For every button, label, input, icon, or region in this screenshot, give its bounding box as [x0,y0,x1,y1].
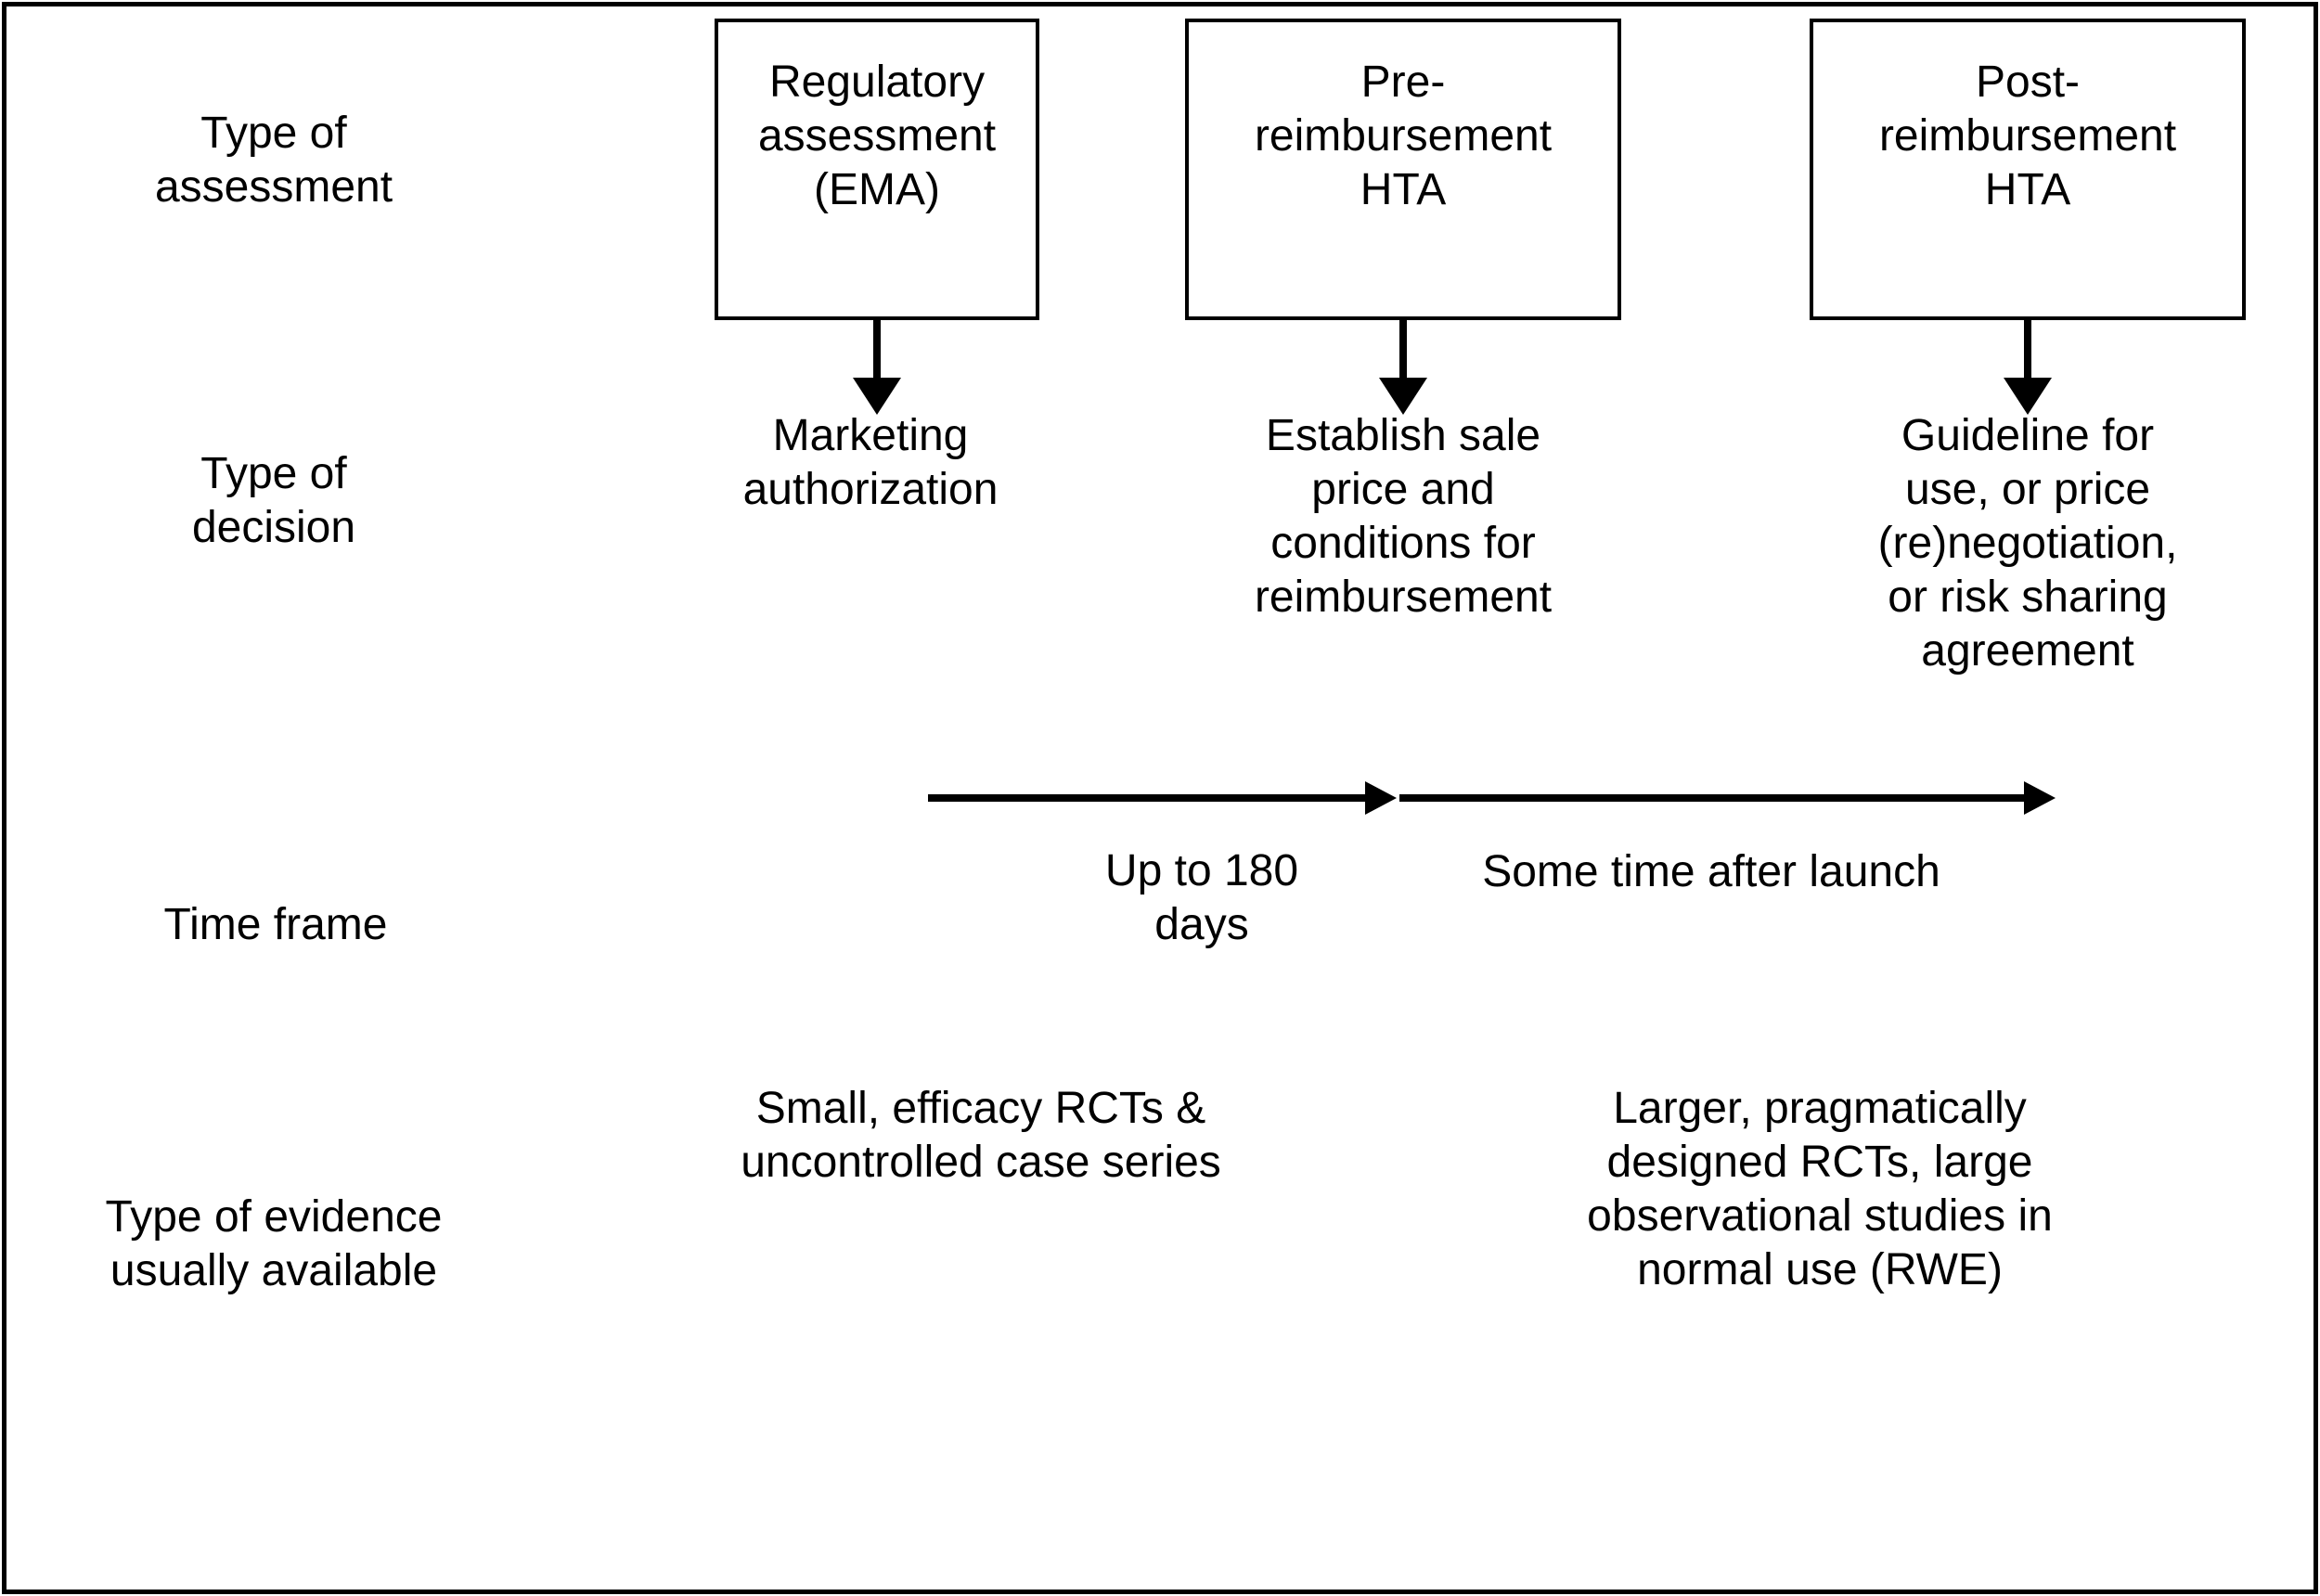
box-post-reimbursement-hta: Post- reimbursement HTA [1810,19,2246,320]
timeline-arrow-after-launch-icon [1399,781,2056,815]
box-title-regulatory-assessment: Regulatory assessment (EMA) [757,58,997,214]
decision-marketing-authorization: Marketing authorization [742,411,999,514]
row-label-type-of-evidence: Type of evidence usually available [105,1192,443,1295]
timeline-arrow-up-to-180-days-icon [928,781,1397,815]
box-title-post-reimbursement-hta: Post- reimbursement HTA [1878,58,2177,214]
decision-guideline-for-use: Guideline for use, or price (re)negotiat… [1877,411,2178,676]
down-arrow-pre-reimbursement-icon [1379,320,1427,415]
row-label-time-frame: Time frame [163,900,388,949]
down-arrow-regulatory-icon [853,320,901,415]
timeline-label-some-time-after-launch: Some time after launch [1482,847,1940,896]
box-regulatory-assessment: Regulatory assessment (EMA) [715,19,1039,320]
down-arrow-post-reimbursement-icon [2004,320,2052,415]
timeline-label-up-to-180-days: Up to 180 days [1104,846,1299,949]
box-title-pre-reimbursement-hta: Pre- reimbursement HTA [1254,58,1553,214]
box-pre-reimbursement-hta: Pre- reimbursement HTA [1185,19,1621,320]
evidence-post-launch: Larger, pragmatically designed RCTs, lar… [1587,1084,2053,1294]
decision-establish-sale-price: Establish sale price and conditions for … [1254,411,1553,622]
evidence-pre-launch: Small, efficacy RCTs & uncontrolled case… [741,1084,1221,1187]
row-label-type-of-decision: Type of decision [191,449,356,552]
row-label-type-of-assessment: Type of assessment [154,109,393,212]
